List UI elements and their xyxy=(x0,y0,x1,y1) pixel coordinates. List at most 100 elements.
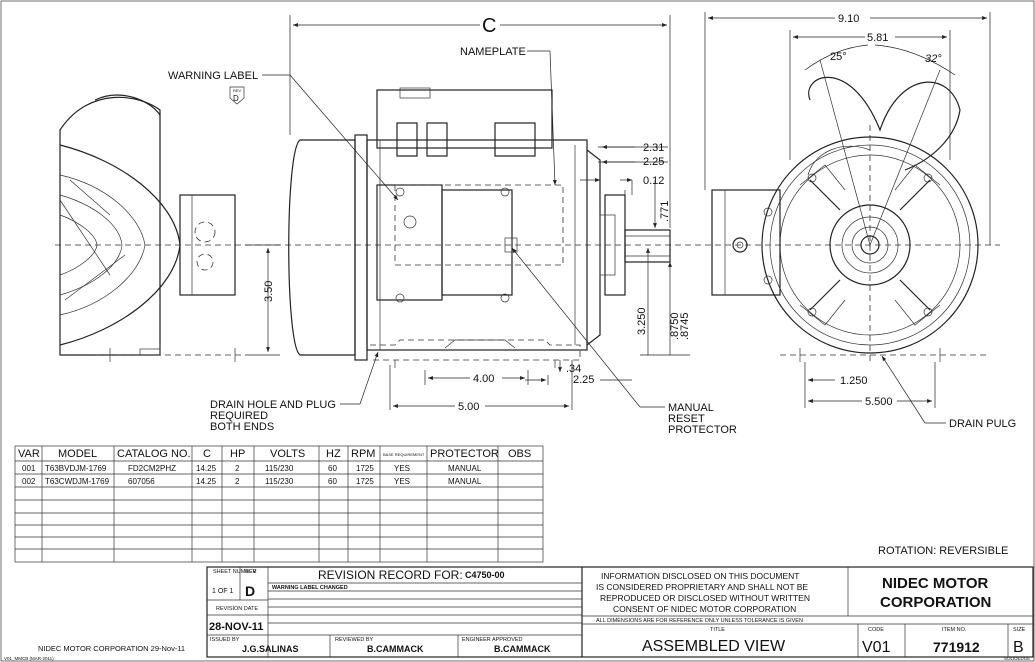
svg-text:MANUAL: MANUAL xyxy=(668,402,714,414)
svg-text:60: 60 xyxy=(328,477,337,486)
svg-text:5.00: 5.00 xyxy=(458,401,479,413)
svg-text:1725: 1725 xyxy=(356,464,374,473)
nameplate-label: NAMEPLATE xyxy=(460,46,526,58)
revision-note: WARNING LABEL CHANGED xyxy=(272,585,348,591)
svg-text:IS CONSIDERED PROPRIETARY AND: IS CONSIDERED PROPRIETARY AND SHALL NOT … xyxy=(596,582,808,592)
svg-text:1.250: 1.250 xyxy=(840,375,868,387)
svg-text:FD2CM2PHZ: FD2CM2PHZ xyxy=(128,464,176,473)
svg-text:2.25: 2.25 xyxy=(573,374,594,386)
svg-text:PROTECTOR: PROTECTOR xyxy=(668,424,737,436)
svg-text:YES: YES xyxy=(394,477,410,486)
svg-text:SHEET NUMBER: SHEET NUMBER xyxy=(213,569,257,575)
svg-text:32°: 32° xyxy=(925,53,942,65)
header-volts: VOLTS xyxy=(270,448,305,460)
header-model: MODEL xyxy=(58,448,97,460)
svg-text:9.10: 9.10 xyxy=(838,13,859,25)
svg-text:5.500: 5.500 xyxy=(865,396,893,408)
code-value: V01 xyxy=(862,639,891,656)
svg-text:REV: REV xyxy=(233,88,242,93)
svg-text:INFORMATION DISCLOSED ON THIS: INFORMATION DISCLOSED ON THIS DOCUMENT xyxy=(601,571,800,581)
svg-text:ISSUED BY: ISSUED BY xyxy=(210,637,240,643)
svg-text:T63BVDJM-1769: T63BVDJM-1769 xyxy=(45,464,107,473)
manual-reset-callout: MANUAL RESET PROTECTOR xyxy=(511,247,737,436)
svg-text:DRAIN HOLE AND PLUG: DRAIN HOLE AND PLUG xyxy=(210,399,336,411)
svg-text:DRAIN PULG: DRAIN PULG xyxy=(949,418,1016,430)
reviewed-by: B.CAMMACK xyxy=(367,644,424,654)
svg-text:D: D xyxy=(233,94,239,103)
svg-text:BOTH ENDS: BOTH ENDS xyxy=(210,421,274,433)
title-block: SHEET NUMBER 1 OF 1 REV D REVISION RECOR… xyxy=(206,566,1034,658)
dim-c-text: C xyxy=(482,15,496,37)
item-number: 771912 xyxy=(933,639,980,655)
svg-text:ITEM NO.: ITEM NO. xyxy=(942,627,967,633)
svg-text:REV: REV xyxy=(245,569,257,575)
svg-text:002: 002 xyxy=(22,477,36,486)
header-var: VAR xyxy=(18,448,40,460)
footer-company-date: NIDEC MOTOR CORPORATION 29-Nov-11 xyxy=(38,644,185,653)
svg-text:REPRODUCED OR DISCLOSED WITHOU: REPRODUCED OR DISCLOSED WITHOUT WRITTEN xyxy=(600,593,810,603)
revision-record-label: REVISION RECORD FOR: xyxy=(318,568,463,582)
warning-label-callout: WARNING LABEL REV D xyxy=(168,70,399,201)
drawing-title: ASSEMBLED VIEW xyxy=(642,638,786,655)
drain-hole-callout: DRAIN HOLE AND PLUG REQUIRED BOTH ENDS xyxy=(210,351,379,433)
svg-text:0.12: 0.12 xyxy=(643,175,664,187)
rev-tag-icon xyxy=(229,86,245,105)
svg-text:RESET: RESET xyxy=(668,413,705,425)
svg-text:001: 001 xyxy=(22,464,36,473)
header-base: BASE REQUIREMENT xyxy=(383,452,425,457)
dims-shaft-top: 2.31 2.25 0.12 .771 xyxy=(580,142,671,230)
svg-text:CONSENT OF NIDEC MOTOR CORPORA: CONSENT OF NIDEC MOTOR CORPORATION xyxy=(613,604,796,614)
front-view xyxy=(711,76,990,365)
svg-text:115/230: 115/230 xyxy=(265,477,294,486)
svg-text:2.31: 2.31 xyxy=(643,142,664,154)
sheet-value: 1 OF 1 xyxy=(212,588,234,595)
rotation-note: ROTATION: REVERSIBLE xyxy=(878,545,1008,557)
footer-form-id: V01_MMCB (MAR-2011) xyxy=(4,656,54,661)
table-row: 001 T63BVDJM-1769 FD2CM2PHZ 14.25 2 115/… xyxy=(22,464,482,473)
issued-by: J.G.SALINAS xyxy=(242,644,299,654)
svg-text:MANUAL: MANUAL xyxy=(448,477,482,486)
rev-value: D xyxy=(245,583,255,599)
table-row: 002 T63CWDJM-1769 607056 14.25 2 115/230… xyxy=(22,477,482,486)
warning-label-text: WARNING LABEL xyxy=(168,70,258,82)
side-view xyxy=(288,87,671,368)
svg-text:60: 60 xyxy=(328,464,337,473)
svg-text:T63CWDJM-1769: T63CWDJM-1769 xyxy=(45,477,110,486)
svg-text:CODE: CODE xyxy=(868,627,884,633)
svg-text:115/230: 115/230 xyxy=(265,464,294,473)
dims-front-bottom: 1.250 5.500 xyxy=(804,362,936,408)
header-c: C xyxy=(203,448,211,460)
dim-c: C xyxy=(289,15,671,228)
svg-text:3.250: 3.250 xyxy=(636,307,648,335)
svg-text:2: 2 xyxy=(235,477,240,486)
svg-text:YES: YES xyxy=(394,464,410,473)
header-catalog: CATALOG NO. xyxy=(117,448,191,460)
engineer-approved: B.CAMMACK xyxy=(494,644,551,654)
svg-text:5.81: 5.81 xyxy=(867,32,888,44)
size-value: B xyxy=(1013,639,1024,656)
svg-text:.8745: .8745 xyxy=(679,312,691,340)
dim-3-50: 3.50 xyxy=(245,244,280,356)
dims-base: .34 4.00 2.25 5.00 xyxy=(389,360,632,413)
rear-view xyxy=(59,94,245,362)
svg-text:1725: 1725 xyxy=(356,477,374,486)
svg-text:REVIEWED BY: REVIEWED BY xyxy=(335,637,374,643)
header-hp: HP xyxy=(230,448,245,460)
svg-text:TITLE: TITLE xyxy=(710,627,725,633)
header-rpm: RPM xyxy=(351,448,375,460)
svg-text:4.00: 4.00 xyxy=(473,373,494,385)
svg-text:.8750: .8750 xyxy=(669,312,681,340)
drain-pulg-callout: DRAIN PULG xyxy=(881,355,1016,430)
nameplate-callout: NAMEPLATE xyxy=(460,46,557,186)
dims-shaft-bottom: 3.250 .8750 .8745 xyxy=(636,248,691,356)
spec-table: VAR MODEL CATALOG NO. C HP VOLTS HZ RPM … xyxy=(14,445,544,563)
svg-text:2: 2 xyxy=(235,464,240,473)
svg-text:ALL DIMENSIONS ARE FOR REFEREN: ALL DIMENSIONS ARE FOR REFERENCE ONLY UN… xyxy=(596,618,803,624)
header-protector: PROTECTOR xyxy=(430,448,499,460)
svg-text:14.25: 14.25 xyxy=(196,464,217,473)
svg-text:607056: 607056 xyxy=(128,477,155,486)
svg-text:SIZE: SIZE xyxy=(1013,627,1026,633)
svg-text:CORPORATION: CORPORATION xyxy=(880,594,991,611)
